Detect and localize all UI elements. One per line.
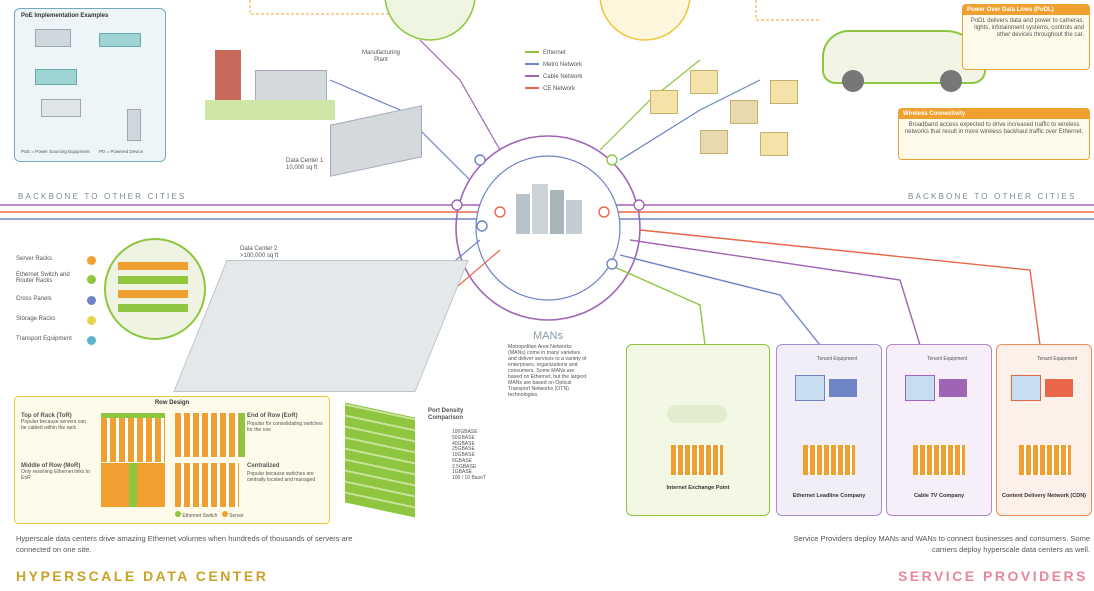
data-center-1-label: Data Center 1 10,000 sq ft bbox=[286, 158, 324, 171]
podl-title: Power Over Data Lines (PoDL) bbox=[963, 5, 1089, 15]
legend-ethernet: Ethernet bbox=[525, 50, 582, 62]
legend-metro: Metro Network bbox=[525, 62, 582, 74]
rack-legend-switch: Ethernet Switch and Router Racks bbox=[16, 272, 96, 292]
provider-cdn-name: Content Delivery Network (CDN) bbox=[1001, 493, 1087, 499]
port-density-stack bbox=[345, 402, 415, 518]
provider-cable-tv: Tenant Equipment Cable TV Company bbox=[886, 344, 992, 516]
laptop-device bbox=[41, 99, 81, 117]
row-mor: Middle of Row (MoR) Only resolving Ether… bbox=[21, 463, 171, 511]
port-density-title: Port Density Comparison bbox=[428, 408, 464, 421]
provider-internet-exchange: Internet Exchange Point bbox=[626, 344, 770, 516]
mans-body: Metropolitan Area Networks (MANs) come i… bbox=[508, 344, 587, 398]
poe-inset-title: PoE Implementation Examples bbox=[21, 13, 109, 19]
city-skyline bbox=[510, 180, 590, 240]
manufacturing-building bbox=[205, 40, 335, 120]
provider-cdn: Tenant Equipment Content Delivery Networ… bbox=[996, 344, 1092, 516]
backbone-label-right: BACKBONE TO OTHER CITIES bbox=[908, 192, 1077, 201]
rack-legend-transport: Transport Equipment bbox=[16, 336, 96, 348]
manufacturing-label: Manufacturing Plant bbox=[361, 50, 401, 63]
backbone-label-left: BACKBONE TO OTHER CITIES bbox=[18, 192, 187, 201]
network-legend: Ethernet Metro Network Cable Network CE … bbox=[525, 50, 582, 98]
rack-zoom-circle bbox=[104, 238, 206, 340]
green-lawn bbox=[205, 100, 335, 120]
data-center-2-label: Data Center 2 >100,000 sq ft bbox=[240, 246, 279, 259]
row-tor: Top of Rack (ToR) Popular because server… bbox=[21, 413, 171, 462]
podl-body: PoDL delivers data and power to cameras,… bbox=[970, 18, 1084, 38]
legend-ce: CE Network bbox=[525, 86, 582, 98]
wireless-title: Wireless Connectivity bbox=[899, 109, 1089, 119]
hyperscale-caption: Hyperscale data centers drive amazing Et… bbox=[16, 534, 353, 554]
poe-implementation-inset: PoE Implementation Examples PSE = Power … bbox=[14, 8, 166, 162]
provider-ethernet-leadline-name: Ethernet Leadline Company bbox=[792, 493, 866, 499]
row-centralized: Centralized Popular because switches are… bbox=[175, 463, 325, 511]
provider-cable-tv-name: Cable TV Company bbox=[913, 493, 965, 499]
poe-legend-pse: PSE = Power Sourcing Equipment bbox=[21, 149, 90, 154]
legend-cable: Cable Network bbox=[525, 74, 582, 86]
row-design-legend: Ethernet Switch Server bbox=[175, 511, 244, 520]
row-design-title: Row Design bbox=[154, 400, 190, 406]
row-design-box: Row Design Top of Rack (ToR) Popular bec… bbox=[14, 396, 330, 524]
rack-legend-storage: Storage Racks bbox=[16, 316, 96, 328]
rack-legend-cross: Cross Panels bbox=[16, 296, 96, 308]
poe-legend-pd: PD = Powered Device bbox=[99, 149, 144, 154]
midspan-injector-device bbox=[35, 69, 77, 85]
service-providers-title: SERVICE PROVIDERS bbox=[897, 568, 1088, 584]
provider-ethernet-leadline: Tenant Equipment Ethernet Leadline Compa… bbox=[776, 344, 882, 516]
ip-phone-device bbox=[127, 109, 141, 141]
wireless-callout: Wireless Connectivity Broadband access e… bbox=[898, 108, 1090, 160]
rack-legend-server: Server Racks bbox=[16, 256, 96, 268]
wireless-body: Broadband access expected to drive incre… bbox=[904, 122, 1084, 135]
mans-section: MANs Metropolitan Area Networks (MANs) c… bbox=[508, 330, 588, 399]
residential-area bbox=[640, 60, 830, 170]
switch-pse-device bbox=[35, 29, 71, 47]
hyperscale-title: HYPERSCALE DATA CENTER bbox=[16, 568, 269, 584]
row-eor: End of Row (EoR) Popular for consolidati… bbox=[175, 413, 325, 461]
podl-callout: Power Over Data Lines (PoDL) PoDL delive… bbox=[962, 4, 1090, 70]
wap-device bbox=[99, 33, 141, 47]
service-providers-caption: Service Providers deploy MANs and WANs t… bbox=[793, 534, 1090, 554]
provider-internet-exchange-name: Internet Exchange Point bbox=[666, 485, 730, 491]
connected-car bbox=[822, 10, 992, 100]
mans-title: MANs bbox=[533, 330, 563, 342]
